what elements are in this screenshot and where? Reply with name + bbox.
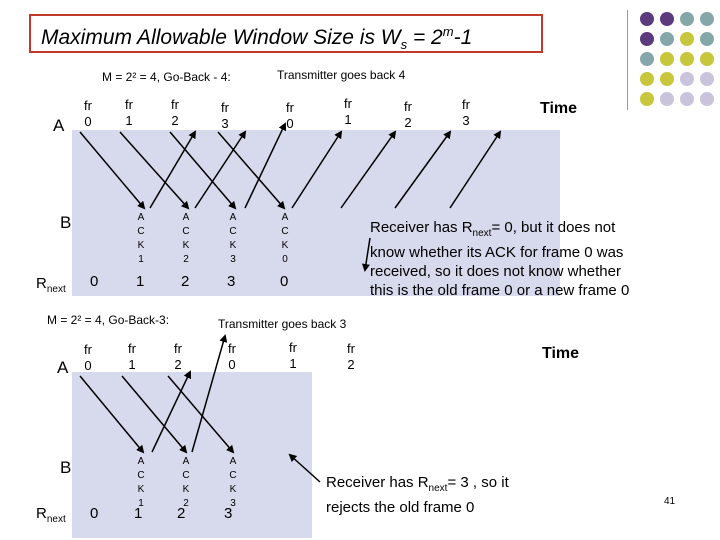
top-retransmit-arrow (450, 132, 500, 208)
bottom-rnext-value: 0 (90, 505, 98, 522)
top-retransmit-arrow (341, 132, 395, 208)
top-retransmit-arrow (292, 132, 341, 208)
bottom-rnext-value: 3 (224, 505, 232, 522)
bottom-retransmit-arrow (152, 372, 190, 452)
top-frame-arrow (120, 132, 188, 208)
bottom-rnext-value: 1 (134, 505, 142, 522)
top-retransmit-arrow (150, 132, 195, 208)
top-rnext-value: 3 (227, 273, 235, 290)
top-rnext-value: 0 (90, 273, 98, 290)
top-note-pointer (365, 238, 370, 270)
bottom-frame-arrow (122, 376, 186, 452)
bottom-frame-arrow (80, 376, 143, 452)
top-rnext-value: 0 (280, 273, 288, 290)
top-retransmit-arrow (395, 132, 450, 208)
top-retransmit-arrow (245, 124, 285, 208)
bottom-frame-arrow (168, 376, 233, 452)
bottom-note-pointer (290, 455, 320, 482)
top-rnext-value: 2 (181, 273, 189, 290)
top-frame-arrow (80, 132, 144, 208)
bottom-rnext-value: 2 (177, 505, 185, 522)
top-rnext-value: 1 (136, 273, 144, 290)
